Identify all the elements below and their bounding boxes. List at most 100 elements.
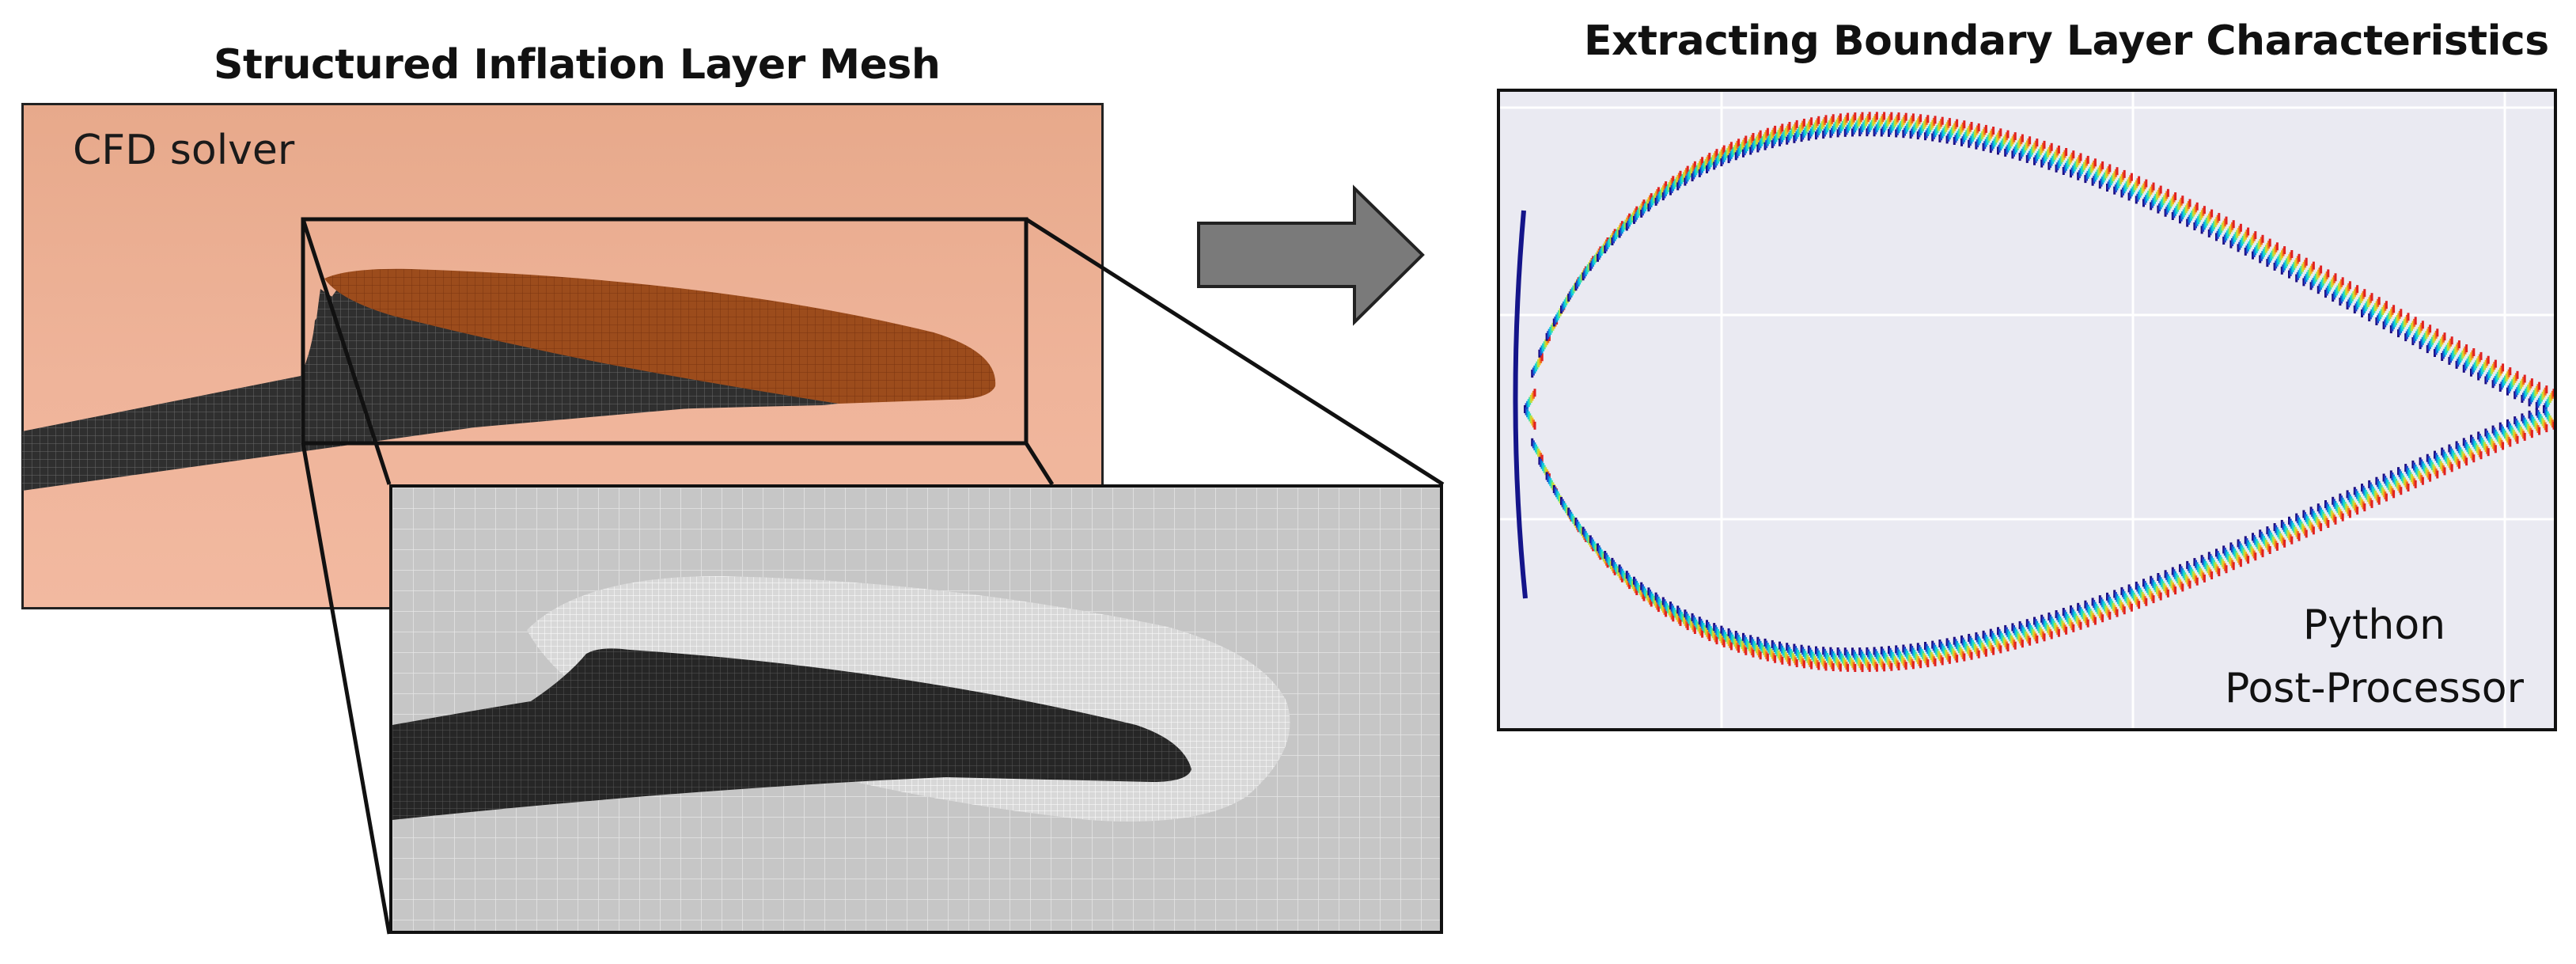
profile-point bbox=[2400, 309, 2403, 317]
profile-point bbox=[2348, 494, 2351, 503]
profile-point bbox=[2436, 470, 2439, 479]
profile-point bbox=[1964, 132, 1967, 140]
profile-point bbox=[1781, 645, 1784, 654]
profile-point bbox=[2159, 201, 2162, 210]
profile-point bbox=[1749, 146, 1752, 155]
profile-point bbox=[2068, 157, 2071, 165]
profile-point bbox=[1888, 114, 1892, 123]
profile-point bbox=[1659, 601, 1662, 609]
profile-point bbox=[1745, 143, 1748, 151]
profile-point bbox=[1524, 405, 1526, 413]
profile-point bbox=[1661, 187, 1664, 195]
profile-point bbox=[2254, 552, 2257, 561]
profile-point bbox=[2409, 324, 2412, 333]
profile-point bbox=[1565, 505, 1568, 514]
profile-point bbox=[1824, 651, 1828, 659]
profile-point bbox=[1686, 173, 1689, 182]
profile-point bbox=[1669, 602, 1672, 610]
profile-point bbox=[1843, 128, 1847, 137]
profile-point bbox=[2338, 283, 2340, 292]
profile-point bbox=[2241, 235, 2245, 244]
profile-point bbox=[2064, 162, 2067, 171]
profile-point bbox=[2286, 528, 2288, 537]
profile-point bbox=[2225, 549, 2228, 558]
profile-point bbox=[2004, 148, 2007, 157]
profile-point bbox=[2476, 445, 2479, 454]
profile-mark bbox=[2179, 199, 2191, 224]
profile-mark bbox=[2361, 484, 2373, 508]
profile-point bbox=[2184, 572, 2187, 581]
profile-point bbox=[1533, 421, 1536, 430]
profile-point bbox=[1722, 639, 1726, 647]
profile-point bbox=[2180, 197, 2183, 206]
profile-point bbox=[2380, 485, 2383, 494]
profile-point bbox=[2402, 321, 2405, 329]
profile-point bbox=[2047, 624, 2049, 633]
profile-point bbox=[2198, 214, 2201, 222]
profile-point bbox=[1729, 642, 1733, 651]
profile-point bbox=[1657, 193, 1660, 202]
profile-point bbox=[2072, 150, 2075, 159]
profile-point bbox=[2254, 537, 2257, 545]
profile-point bbox=[1686, 165, 1689, 174]
profile-point bbox=[1722, 637, 1725, 646]
profile-point bbox=[1822, 647, 1825, 655]
profile-point bbox=[1663, 183, 1666, 192]
profile-point bbox=[2369, 294, 2372, 303]
profile-point bbox=[2056, 627, 2059, 636]
profile-point bbox=[2114, 607, 2117, 615]
profile-point bbox=[1604, 245, 1607, 254]
profile-point bbox=[1954, 652, 1957, 661]
profile-point bbox=[2300, 522, 2303, 529]
profile-mark bbox=[1858, 112, 1871, 137]
profile-point bbox=[2143, 181, 2146, 190]
profile-point bbox=[1926, 659, 1930, 668]
profile-point bbox=[2370, 499, 2373, 508]
profile-point bbox=[2108, 597, 2112, 605]
profile-mark bbox=[2528, 381, 2541, 407]
profile-point bbox=[2202, 223, 2205, 232]
profile-point bbox=[2327, 285, 2330, 294]
profile-point bbox=[1613, 233, 1616, 241]
profile-point bbox=[1979, 133, 1983, 142]
profile-mark bbox=[2084, 600, 2097, 625]
profile-point bbox=[1675, 612, 1678, 621]
profile-point bbox=[1589, 535, 1592, 544]
profile-point bbox=[2091, 177, 2094, 186]
profile-point bbox=[2346, 302, 2349, 309]
profile-point bbox=[2150, 186, 2153, 195]
profile-point bbox=[2209, 211, 2212, 220]
profile-point bbox=[1890, 650, 1893, 658]
profile-point bbox=[2538, 427, 2541, 435]
profile-point bbox=[2354, 488, 2358, 497]
profile-point bbox=[1954, 135, 1957, 143]
profile-point bbox=[1608, 237, 1612, 245]
profile-point bbox=[2100, 163, 2103, 172]
profile-point bbox=[1793, 135, 1796, 143]
profile-point bbox=[2309, 282, 2313, 290]
profile-point bbox=[2298, 270, 2301, 279]
profile-point bbox=[2170, 580, 2173, 589]
profile-mark bbox=[2477, 355, 2490, 381]
profile-point bbox=[2544, 387, 2547, 396]
profile-point bbox=[2243, 549, 2246, 558]
profile-mark bbox=[2215, 216, 2228, 241]
profile-point bbox=[1623, 222, 1626, 230]
profile-point bbox=[1619, 566, 1623, 575]
profile-point bbox=[1547, 335, 1550, 343]
profile-point bbox=[1861, 664, 1864, 673]
profile-point bbox=[1952, 648, 1955, 657]
profile-mark bbox=[1756, 127, 1769, 153]
profile-point bbox=[2334, 516, 2337, 525]
profile-point bbox=[1897, 112, 1900, 121]
profile-point bbox=[2032, 144, 2035, 153]
profile-point bbox=[2535, 401, 2538, 410]
profile-point bbox=[2075, 615, 2078, 624]
profile-point bbox=[2261, 533, 2264, 542]
profile-point bbox=[2130, 173, 2133, 181]
profile-mark bbox=[2455, 441, 2468, 466]
profile-point bbox=[1734, 631, 1737, 639]
profile-point bbox=[2004, 134, 2007, 142]
profile-point bbox=[2127, 584, 2131, 593]
profile-point bbox=[2498, 435, 2501, 444]
